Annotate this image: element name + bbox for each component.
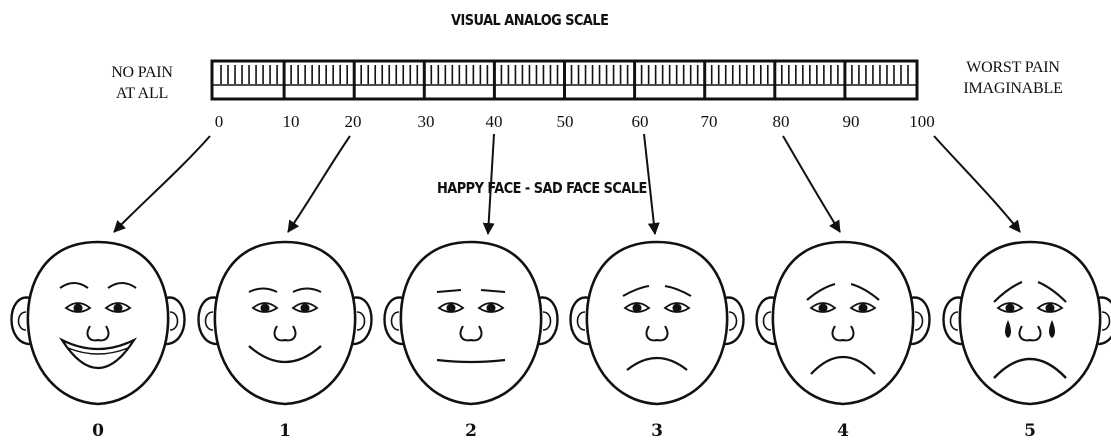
face-score-2: 2 <box>465 421 477 441</box>
tick-label-50: 50 <box>556 112 574 131</box>
no-pain-label: NO PAIN AT ALL <box>92 62 192 104</box>
visual-analog-ruler <box>210 59 919 101</box>
faces-row <box>10 240 1111 406</box>
face-score-0: 0 <box>92 421 104 441</box>
tick-label-100: 100 <box>909 112 935 131</box>
arrow-0-to-face-0 <box>113 135 211 233</box>
tick-label-60: 60 <box>631 112 649 131</box>
arrow-40-to-face-2 <box>482 133 495 235</box>
tick-label-90: 90 <box>842 112 860 131</box>
arrow-60-to-face-3 <box>643 133 660 235</box>
tick-label-70: 70 <box>700 112 718 131</box>
worst-pain-label: WORST PAIN IMAGINABLE <box>943 57 1083 99</box>
vas-title: VISUAL ANALOG SCALE <box>451 11 609 29</box>
arrow-80-to-face-4 <box>782 135 841 233</box>
face-1 <box>197 240 373 406</box>
tick-label-20: 20 <box>344 112 362 131</box>
face-0 <box>10 240 186 406</box>
face-5 <box>942 240 1111 406</box>
face-3 <box>569 240 745 406</box>
face-4 <box>755 240 931 406</box>
face-2 <box>383 240 559 406</box>
face-score-5: 5 <box>1024 421 1036 441</box>
face-score-1: 1 <box>279 421 291 441</box>
faces-title: HAPPY FACE - SAD FACE SCALE <box>437 179 647 197</box>
tick-label-80: 80 <box>772 112 790 131</box>
face-score-3: 3 <box>651 421 663 441</box>
worst-pain-line-1: WORST PAIN <box>966 59 1060 76</box>
tick-label-10: 10 <box>282 112 300 131</box>
tick-label-30: 30 <box>417 112 435 131</box>
arrow-100-to-face-5 <box>933 135 1021 233</box>
worst-pain-line-2: IMAGINABLE <box>963 80 1063 97</box>
tick-label-40: 40 <box>485 112 503 131</box>
ruler-minor-ticks <box>220 65 909 84</box>
ruler-major-ticks <box>282 62 847 98</box>
no-pain-line-2: AT ALL <box>115 85 169 102</box>
face-score-4: 4 <box>837 421 849 441</box>
no-pain-line-1: NO PAIN <box>111 64 173 81</box>
arrow-20-to-face-1 <box>287 135 351 233</box>
tick-label-0: 0 <box>214 112 224 131</box>
arrows <box>113 133 1021 235</box>
